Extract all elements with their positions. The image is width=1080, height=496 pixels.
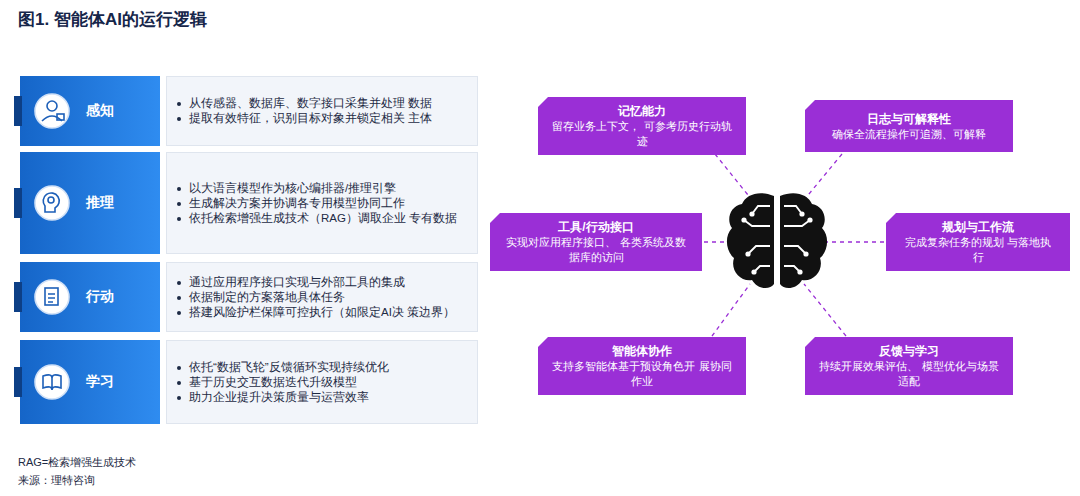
footnote: RAG=检索增强生成技术 xyxy=(18,455,136,470)
feature-box: 规划与工作流完成复杂任务的规划 与落地执行 xyxy=(886,213,1070,271)
feature-heading: 记忆能力 xyxy=(552,103,732,119)
bullet-text: 依托检索增强生成技术（RAG）调取企业 专有数据 xyxy=(189,212,457,224)
feature-body: 实现对应用程序接口、 各类系统及数据库的访问 xyxy=(504,235,688,265)
feature-body: 支持多智能体基于预设角色开 展协同作业 xyxy=(552,359,732,389)
bullet-dot xyxy=(177,187,181,191)
bullet-item: 通过应用程序接口实现与外部工具的集成 xyxy=(189,275,467,290)
feature-body: 完成复杂任务的规划 与落地执行 xyxy=(900,235,1056,265)
stage-label: 行动 xyxy=(86,288,114,306)
bullet-text: 以大语言模型作为核心编排器/推理引擎 xyxy=(189,182,396,194)
stage-label-box: 推理 xyxy=(20,152,160,254)
brain-illustration xyxy=(727,193,827,288)
row-icons xyxy=(35,94,69,399)
feature-box: 工具/行动接口实现对应用程序接口、 各类系统及数据库的访问 xyxy=(490,213,702,271)
bullet-item: 提取有效特征，识别目标对象并锁定相关 主体 xyxy=(189,111,467,126)
bullet-text: 基于历史交互数据迭代升级模型 xyxy=(189,376,357,388)
feature-body: 确保全流程操作可追溯、可解释 xyxy=(819,127,999,142)
bullet-text: 搭建风险护栏保障可控执行（如限定AI决 策边界） xyxy=(189,306,455,318)
bullet-dot xyxy=(177,296,181,300)
bullet-item: 生成解决方案并协调各专用模型协同工作 xyxy=(189,196,467,211)
bullet-panel: 依托“数据飞轮”反馈循环实现持续优化基于历史交互数据迭代升级模型助力企业提升决策… xyxy=(166,340,478,424)
feature-heading: 规划与工作流 xyxy=(900,219,1056,235)
bullet-dot xyxy=(177,396,181,400)
feature-box: 记忆能力留存业务上下文， 可参考历史行动轨迹 xyxy=(538,97,746,155)
footnote: 来源：理特咨询 xyxy=(18,473,95,488)
bullet-text: 依托“数据飞轮”反馈循环实现持续优化 xyxy=(189,361,389,373)
bullet-item: 助力企业提升决策质量与运营效率 xyxy=(189,390,467,405)
bullet-item: 以大语言模型作为核心编排器/推理引擎 xyxy=(189,181,467,196)
feature-heading: 工具/行动接口 xyxy=(504,219,688,235)
stage-label: 感知 xyxy=(86,102,114,120)
dashed-leaders xyxy=(704,154,884,336)
feature-heading: 日志与可解释性 xyxy=(819,111,999,127)
bullet-dot xyxy=(177,102,181,106)
bullet-item: 依据制定的方案落地具体任务 xyxy=(189,290,467,305)
bullet-panel: 从传感器、数据库、数字接口采集并处理 数据提取有效特征，识别目标对象并锁定相关 … xyxy=(166,76,478,146)
stage-label-box: 学习 xyxy=(20,340,160,424)
label-backgrounds xyxy=(14,76,160,424)
bullet-text: 提取有效特征，识别目标对象并锁定相关 主体 xyxy=(189,112,432,124)
bullet-text: 助力企业提升决策质量与运营效率 xyxy=(189,391,369,403)
bullet-text: 从传感器、数据库、数字接口采集并处理 数据 xyxy=(189,97,432,109)
stage-label-box: 行动 xyxy=(20,262,160,332)
bullet-text: 生成解决方案并协调各专用模型协同工作 xyxy=(189,197,405,209)
bullet-dot xyxy=(177,381,181,385)
feature-box: 智能体协作支持多智能体基于预设角色开 展协同作业 xyxy=(538,337,746,395)
bullet-dot xyxy=(177,281,181,285)
bullet-item: 依托检索增强生成技术（RAG）调取企业 专有数据 xyxy=(189,211,467,226)
bullet-text: 依据制定的方案落地具体任务 xyxy=(189,291,345,303)
feature-heading: 智能体协作 xyxy=(552,343,732,359)
bullet-item: 基于历史交互数据迭代升级模型 xyxy=(189,375,467,390)
stage-label-box: 感知 xyxy=(20,76,160,146)
stage-label: 学习 xyxy=(86,373,114,391)
feature-body: 留存业务上下文， 可参考历史行动轨迹 xyxy=(552,119,732,149)
bullet-panel: 通过应用程序接口实现与外部工具的集成依据制定的方案落地具体任务搭建风险护栏保障可… xyxy=(166,262,478,332)
bullet-dot xyxy=(177,117,181,121)
feature-box: 日志与可解释性确保全流程操作可追溯、可解释 xyxy=(805,100,1013,152)
bullet-item: 搭建风险护栏保障可控执行（如限定AI决 策边界） xyxy=(189,305,467,320)
bullet-dot xyxy=(177,202,181,206)
feature-body: 持续开展效果评估、 模型优化与场景适配 xyxy=(819,359,999,389)
bullet-item: 从传感器、数据库、数字接口采集并处理 数据 xyxy=(189,96,467,111)
stage-label: 推理 xyxy=(86,194,114,212)
bullet-text: 通过应用程序接口实现与外部工具的集成 xyxy=(189,276,405,288)
feature-box: 反馈与学习持续开展效果评估、 模型优化与场景适配 xyxy=(805,337,1013,395)
bullet-dot xyxy=(177,311,181,315)
diagram-title: 图1. 智能体AI的运行逻辑 xyxy=(18,8,207,31)
bullet-dot xyxy=(177,366,181,370)
bullet-panel: 以大语言模型作为核心编排器/推理引擎生成解决方案并协调各专用模型协同工作依托检索… xyxy=(166,152,478,254)
bullet-dot xyxy=(177,217,181,221)
bullet-item: 依托“数据飞轮”反馈循环实现持续优化 xyxy=(189,360,467,375)
feature-heading: 反馈与学习 xyxy=(819,343,999,359)
